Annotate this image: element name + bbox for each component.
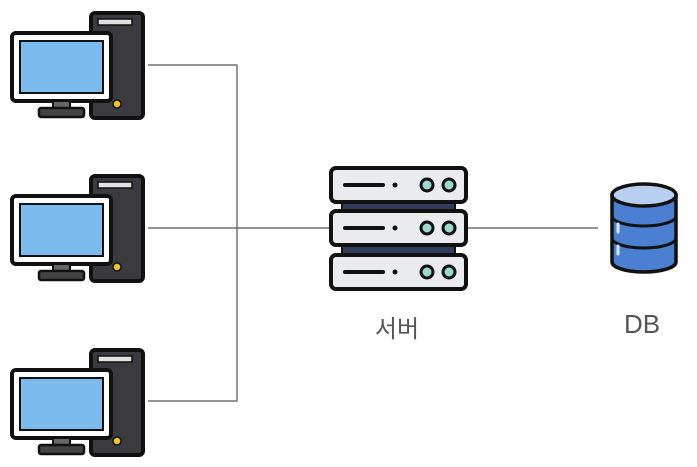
database-icon: [610, 182, 678, 274]
connectors: [148, 64, 598, 402]
client-computer-3-icon: [10, 348, 145, 457]
server-label: 서버: [374, 315, 420, 343]
client-computer-2-icon: [10, 174, 145, 283]
client-computer-1-icon: [10, 11, 145, 120]
server-rack-icon: [329, 166, 468, 291]
database-label: DB: [623, 309, 661, 339]
client-3-connector: [148, 228, 238, 402]
client-1-connector: [148, 64, 238, 228]
